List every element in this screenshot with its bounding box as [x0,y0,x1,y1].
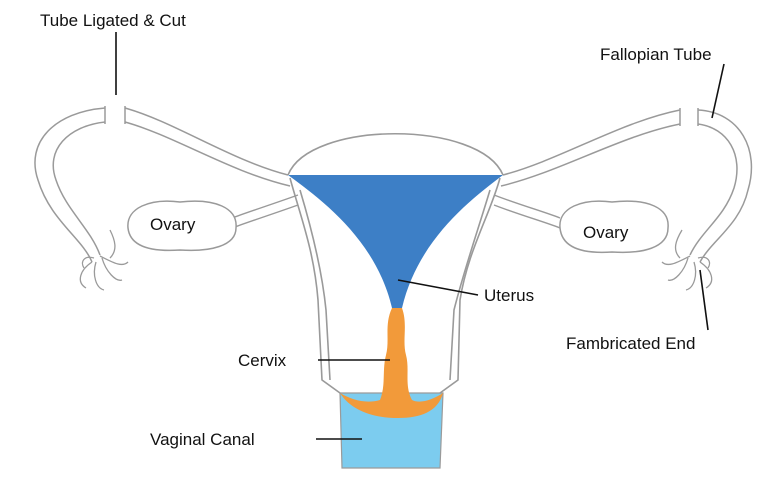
label-vaginal-canal: Vaginal Canal [150,430,255,449]
label-ovary-right: Ovary [583,223,629,242]
left-fimbriae [79,229,129,291]
label-uterus: Uterus [484,286,534,305]
cervix [340,308,443,418]
leader-fallopian-tube [711,63,725,119]
label-fimbriated-end: Fambricated End [566,334,695,353]
right-ovary [559,200,669,254]
label-cervix: Cervix [238,351,287,370]
uterus-body [287,133,504,394]
right-fallopian-tube [500,108,753,263]
label-tube-ligated: Tube Ligated & Cut [40,11,186,30]
leader-fimbriated-end [699,269,709,331]
leader-uterus [397,279,479,296]
right-fimbriae [661,229,713,291]
left-ovary [127,200,237,252]
left-fallopian-tube [34,106,291,263]
uterine-cavity [288,175,503,308]
label-ovary-left: Ovary [150,215,196,234]
leader-lines [115,32,725,440]
label-fallopian-tube: Fallopian Tube [600,45,712,64]
